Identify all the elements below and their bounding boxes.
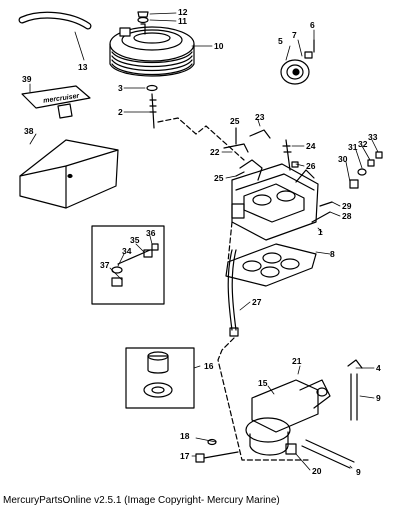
fuel-line xyxy=(217,249,309,461)
part-label: 8 xyxy=(330,249,335,259)
part-label: 4 xyxy=(376,363,381,373)
air-cleaner-assembly xyxy=(109,26,195,77)
part-label: 28 xyxy=(342,211,352,221)
part-label: 9 xyxy=(376,393,381,403)
part-label: 21 xyxy=(292,356,302,366)
part-label: 18 xyxy=(180,431,190,441)
part-label: 24 xyxy=(306,141,316,151)
part-label: 39 xyxy=(22,74,32,84)
carb-screws xyxy=(311,201,333,223)
part-label: 17 xyxy=(180,451,190,461)
carburetor xyxy=(231,159,319,241)
fuel-pump xyxy=(245,379,331,456)
part-label: 38 xyxy=(24,126,34,136)
part-label: 5 xyxy=(278,36,283,46)
part-label: 12 xyxy=(178,7,188,17)
nuts-and-washers xyxy=(349,151,383,189)
assembly-guide-line xyxy=(157,117,245,161)
part-label: 3 xyxy=(118,83,123,93)
carb-stud xyxy=(282,139,299,171)
part-label: 11 xyxy=(178,16,187,26)
part-label: 1 xyxy=(318,227,323,237)
exploded-parts-diagram: mercruiser 1 2 3 4 5 6 7 8 9 9 10 11 12 … xyxy=(18,7,383,477)
choke-linkage xyxy=(223,127,271,177)
part-label: 9 xyxy=(356,467,361,477)
part-label: 2 xyxy=(118,107,123,117)
part-label: 23 xyxy=(255,112,265,122)
leader-lines xyxy=(29,12,379,471)
gasket-guide-line xyxy=(227,221,233,263)
part-label: 36 xyxy=(146,228,156,238)
part-label: 13 xyxy=(78,62,88,72)
part-label: 33 xyxy=(368,132,378,142)
part-label: 31 xyxy=(348,142,358,152)
engine-cover xyxy=(19,139,119,209)
part-label: 7 xyxy=(292,30,297,40)
fuel-hose xyxy=(301,359,363,469)
breather-hose xyxy=(18,11,92,30)
part-label: 34 xyxy=(122,246,132,256)
part-label: 29 xyxy=(342,201,352,211)
part-label: 6 xyxy=(310,20,315,30)
part-label: 16 xyxy=(204,361,214,371)
part-label: 27 xyxy=(252,297,262,307)
part-label: 25 xyxy=(230,116,240,126)
part-label: 30 xyxy=(338,154,348,164)
filter-element-kit xyxy=(125,347,195,409)
air-cleaner-stud xyxy=(146,84,158,129)
part-label: 22 xyxy=(210,147,220,157)
carb-gasket xyxy=(225,243,317,287)
wing-nut-and-washer xyxy=(137,11,149,35)
part-number-labels: 1 2 3 4 5 6 7 8 9 9 10 11 12 13 15 16 17… xyxy=(22,7,381,477)
mercruiser-decal xyxy=(21,85,91,119)
part-label: 37 xyxy=(100,260,110,270)
flame-arrestor-cap xyxy=(280,39,315,85)
copyright-caption: MercuryPartsOnline v2.5.1 (Image Copyrig… xyxy=(3,495,280,506)
part-label: 32 xyxy=(358,139,368,149)
part-label: 26 xyxy=(306,161,316,171)
part-label: 15 xyxy=(258,378,268,388)
part-label: 35 xyxy=(130,235,140,245)
part-label: 25 xyxy=(214,173,224,183)
part-label: 10 xyxy=(214,41,224,51)
pump-bolt xyxy=(195,438,239,463)
part-label: 20 xyxy=(312,466,322,476)
